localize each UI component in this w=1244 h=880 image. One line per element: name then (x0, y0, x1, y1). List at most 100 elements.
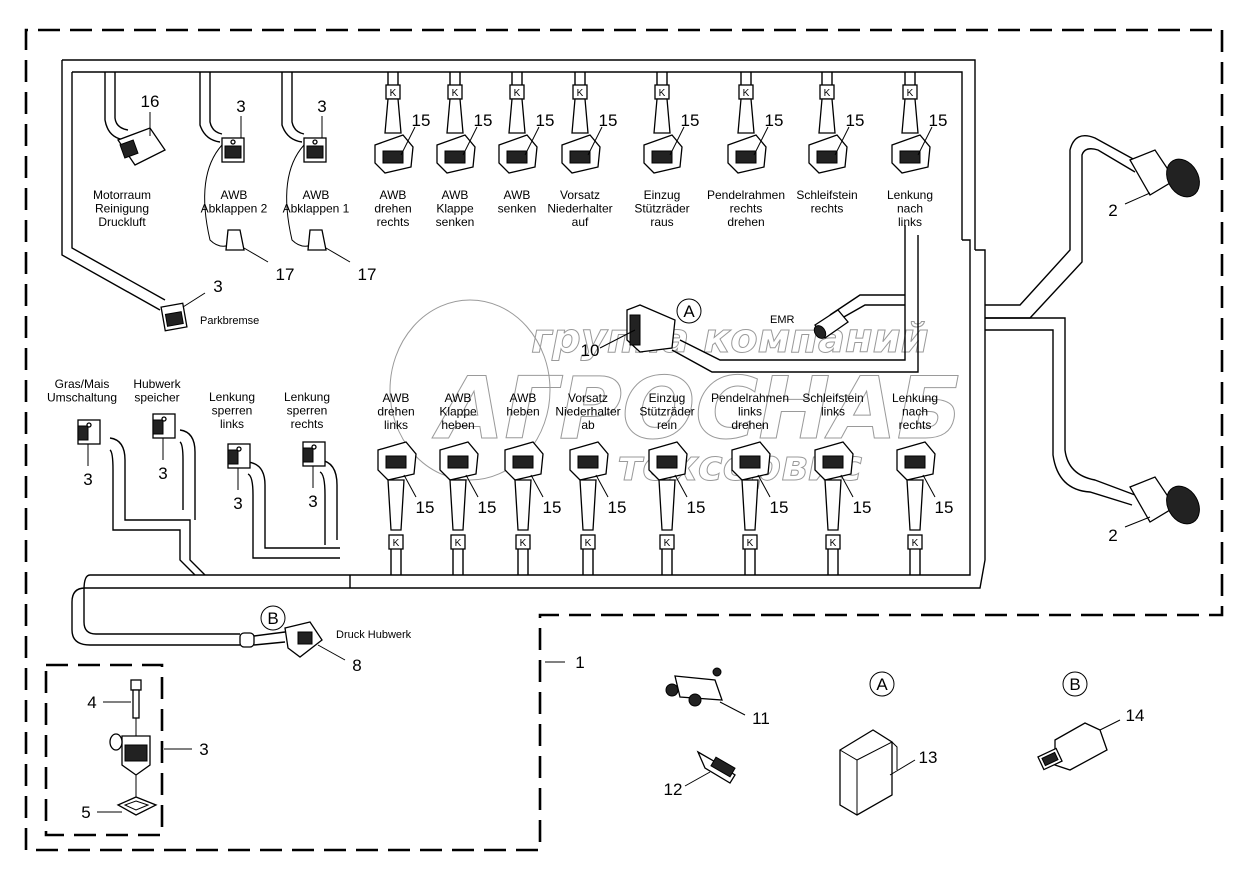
part-number-15: 15 (478, 498, 497, 517)
part-number-3-kit: 3 (199, 740, 208, 759)
part-number-3: 3 (308, 492, 317, 511)
part-number-15: 15 (770, 498, 789, 517)
part-number-17-a: 17 (276, 265, 295, 284)
label-parkbremse: Parkbremse (200, 315, 259, 327)
part-number-3: 3 (83, 470, 92, 489)
connector-3-abklappen-1 (281, 72, 351, 263)
connector-10: 10 A (581, 298, 702, 360)
connector-druck-hubwerk: B Druck Hubwerk 8 (239, 605, 412, 675)
part-13: A 13 (839, 671, 937, 816)
part-number-14: 14 (1126, 706, 1145, 725)
part-number-4: 4 (87, 693, 96, 712)
part-number-3-parkbremse: 3 (213, 277, 222, 296)
part-number-16: 16 (141, 92, 160, 111)
k-marker: K (830, 538, 837, 549)
part-11: 11 (665, 667, 770, 728)
part-number-15: 15 (853, 498, 872, 517)
part-number-15: 15 (536, 111, 555, 130)
part-number-15: 15 (608, 498, 627, 517)
part-number-15: 15 (416, 498, 435, 517)
harness-boundary (24, 28, 1224, 852)
connector-emr: EMR (770, 309, 849, 339)
callout-a-harness: A (683, 302, 695, 321)
k-marker: K (520, 538, 527, 549)
k-marker: K (455, 538, 462, 549)
part-number-3: 3 (158, 464, 167, 483)
part-12: 12 (664, 750, 736, 799)
detail-kit: 4 3 5 (81, 679, 209, 822)
part-number-15: 15 (765, 111, 784, 130)
part-number-8: 8 (352, 656, 361, 675)
part-number-17-b: 17 (358, 265, 377, 284)
label-emr: EMR (770, 314, 795, 326)
part-number-11: 11 (752, 709, 770, 728)
connector-2-top: 2 (1108, 149, 1200, 220)
part-number-15: 15 (599, 111, 618, 130)
part-number-10: 10 (581, 341, 600, 360)
k-marker: K (514, 88, 521, 99)
watermark-line2: АГРОСНАБ (432, 359, 963, 459)
k-marker: K (824, 88, 831, 99)
callout-b-part: B (1069, 675, 1080, 694)
k-marker: K (664, 538, 671, 549)
part-number-2-top: 2 (1108, 201, 1117, 220)
part-number-15: 15 (935, 498, 954, 517)
k-marker: K (585, 538, 592, 549)
part-number-3-abklappen-2: 3 (236, 97, 245, 116)
connector-16: 16 (104, 72, 166, 166)
k-marker: K (912, 538, 919, 549)
k-marker: K (659, 88, 666, 99)
part-number-3: 3 (233, 494, 242, 513)
label-druck-hubwerk: Druck Hubwerk (336, 629, 412, 641)
part-number-3-abklappen-1: 3 (317, 97, 326, 116)
part-number-15: 15 (681, 111, 700, 130)
k-marker: K (452, 88, 459, 99)
connector-3-abklappen-2 (199, 72, 269, 263)
part-number-15: 15 (543, 498, 562, 517)
k-marker: K (390, 88, 397, 99)
part-number-2-bottom: 2 (1108, 526, 1117, 545)
connector-2-bottom: 2 (1108, 476, 1200, 545)
callout-a-part: A (876, 675, 888, 694)
part-number-15: 15 (474, 111, 493, 130)
callout-b-harness: B (267, 609, 278, 628)
part-number-15: 15 (929, 111, 948, 130)
